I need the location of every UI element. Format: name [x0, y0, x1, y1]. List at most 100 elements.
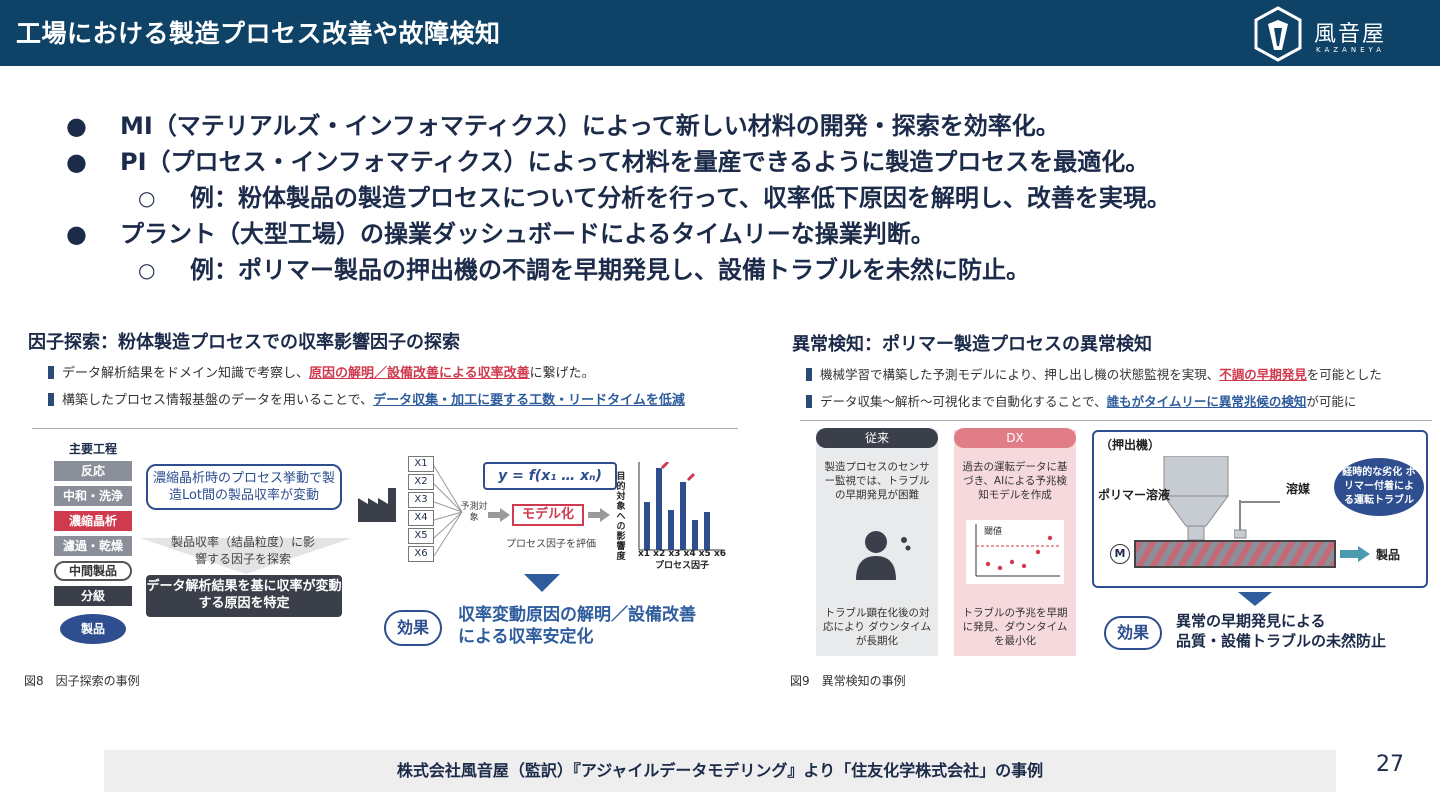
- figure-line: データ解析結果をドメイン知識で考察し、原因の解明／設備改善による収率改善に繋げた…: [48, 362, 740, 381]
- factor-bar-chart: [638, 462, 722, 551]
- triangle-down-icon: [524, 574, 560, 592]
- effect-text: 異常の早期発見による: [1176, 612, 1326, 630]
- effect-text: 品質・設備トラブルの未然防止: [1176, 632, 1387, 650]
- process-step: 反応: [54, 461, 132, 481]
- column-text: 過去の運転データに基づき、AIによる予兆検知モデルを作成: [962, 461, 1068, 501]
- polymer-label: ポリマー溶液: [1098, 488, 1171, 502]
- line-highlight: データ収集・加工に要する工数・リードタイムを低減: [373, 393, 685, 408]
- process-step: 濾過・乾燥: [54, 536, 132, 556]
- figure-line: 構築したプロセス情報基盤のデータを用いることで、データ収集・加工に要する工数・リ…: [48, 389, 740, 408]
- bar-x5: [692, 520, 698, 550]
- variable-list: X1 X2 X3 X4 X5 X6: [408, 456, 434, 564]
- variable-item: X5: [408, 528, 434, 544]
- bullet-marker: ○: [138, 258, 156, 282]
- line-text: が可能に: [1306, 394, 1357, 409]
- bullet-marker: ●: [66, 112, 87, 140]
- divider: [32, 428, 738, 429]
- arrow-text: 製品収率（結晶粒度）に影響する因子を探索: [170, 535, 315, 566]
- effect-badge: 効果: [384, 610, 442, 646]
- process-step-intermediate: 中間製品: [54, 561, 132, 581]
- column-tag: DX: [954, 428, 1076, 448]
- line-text: 構築したプロセス情報基盤のデータを用いることで、: [62, 393, 374, 408]
- variable-item: X1: [408, 456, 434, 472]
- column-text: トラブル顕在化後の対応により ダウンタイムが長期化: [823, 607, 931, 647]
- bullet-marker: ●: [66, 220, 87, 248]
- bullet-text: MI（マテリアルズ・インフォマティクス）によって新しい材料の開発・探索を効率化。: [120, 112, 1060, 140]
- bullet-text: PI（プロセス・インフォマティクス）によって材料を量産できるように製造プロセスを…: [120, 148, 1150, 176]
- bullet-text: 例：粉体製品の製造プロセスについて分析を行って、収率低下原因を解明し、改善を実現…: [190, 184, 1171, 212]
- callout-box: 濃縮晶析時のプロセス挙動で製造Lot間の製品収率が変動: [146, 464, 342, 510]
- process-step: 分級: [54, 586, 132, 606]
- source-footer: 株式会社風音屋（監訳）『アジャイルデータモデリング』より「住友化学株式会社」の事…: [104, 750, 1336, 792]
- effect-text: による収率安定化: [458, 627, 594, 647]
- fan-in-lines-icon: [434, 465, 463, 557]
- bar-x6: [704, 512, 710, 550]
- line-highlight: 誰もがタイムリーに異常兆候の検知: [1106, 394, 1307, 409]
- figure-title: 因子探索：粉体製造プロセスでの収率影響因子の探索: [28, 332, 460, 353]
- motor-icon: M: [1110, 544, 1130, 564]
- effect-badge: 効果: [1104, 616, 1162, 650]
- process-header: 主要工程: [68, 442, 117, 456]
- line-marker: [806, 368, 812, 381]
- header-bar: 工場における製造プロセス改善や故障検知 風音屋 KAZANEYA: [0, 0, 1440, 66]
- hopper-icon: [1163, 456, 1229, 540]
- down-arrow-icon: [140, 538, 352, 574]
- dx-column: DX 過去の運転データに基づき、AIによる予兆検知モデルを作成 閾値 トラブルの…: [954, 428, 1076, 656]
- extruder-title: （押出機）: [1100, 438, 1161, 452]
- bullet-item: ● PI（プロセス・インフォマティクス）によって材料を量産できるように製造プロセス…: [60, 144, 1420, 180]
- figure-caption: 図8 因子探索の事例: [24, 674, 140, 688]
- conventional-column: 従来 製造プロセスのセンサー監視では、トラブルの早期発見が困難 トラブル顕在化後…: [816, 428, 938, 656]
- bar-x3: [668, 510, 674, 550]
- variable-item: X3: [408, 492, 434, 508]
- arrow-right-icon: [588, 508, 610, 522]
- process-step: 中和・洗浄: [54, 486, 132, 506]
- line-text: データ収集～解析～可視化まで自動化することで、: [820, 394, 1107, 409]
- line-text: 機械学習で構築した予測モデルにより、押し出し機の状態監視を実現、: [820, 367, 1220, 382]
- valve-icon: [1234, 500, 1280, 539]
- evaluate-label: プロセス因子を評価: [506, 539, 596, 550]
- process-steps: 主要工程 反応 中和・洗浄 濃縮晶析 濾過・乾燥 中間製品 分級 製品: [54, 440, 132, 644]
- bullet-list: ● MI（マテリアルズ・インフォマティクス）によって新しい材料の開発・探索を効率化…: [60, 108, 1420, 288]
- arrow-right-icon: [488, 508, 510, 522]
- variable-item: X2: [408, 474, 434, 490]
- brand-mark-icon: [1254, 6, 1302, 62]
- figure-anomaly-detection: 異常検知：ポリマー製造プロセスの異常検知 機械学習で構築した予測モデルにより、押…: [788, 330, 1438, 670]
- bar-x1: [644, 502, 650, 550]
- brand-name: 風音屋: [1314, 22, 1387, 47]
- formula-box: y = f(x₁ … xₙ): [483, 462, 617, 490]
- column-tag: 従来: [816, 428, 938, 448]
- line-highlight: 不調の早期発見: [1219, 367, 1307, 382]
- bar-ylabel: 目的対象への影響度: [616, 472, 626, 562]
- bar-x2: [656, 468, 662, 550]
- bullet-marker: ○: [138, 186, 156, 210]
- column-text: トラブルの予兆を早期に発見、ダウンタイムを最小化: [962, 607, 1068, 647]
- variable-item: X4: [408, 510, 434, 526]
- line-text: データ解析結果をドメイン知識で考察し、: [62, 366, 310, 381]
- sub-bullet-item: ○ 例：粉体製品の製造プロセスについて分析を行って、収率低下原因を解明し、改善を実…: [60, 180, 1420, 216]
- page-title: 工場における製造プロセス改善や故障検知: [16, 19, 501, 48]
- brand-logo: 風音屋 KAZANEYA: [1252, 4, 1402, 62]
- product-oval: 製品: [60, 614, 126, 644]
- bullet-text: 例：ポリマー製品の押出機の不調を早期発見し、設備トラブルを未然に防止。: [190, 256, 1030, 284]
- bar-xlabel: プロセス因子: [654, 561, 709, 571]
- bar-x4: [680, 482, 686, 550]
- bullet-item: ● MI（マテリアルズ・インフォマティクス）によって新しい材料の開発・探索を効率化…: [60, 108, 1420, 144]
- bullet-text: プラント（大型工場）の操業ダッシュボードによるタイムリーな操業判断。: [120, 220, 935, 248]
- model-box: モデル化: [512, 504, 584, 526]
- factory-icon: [358, 488, 396, 522]
- figure-line: 機械学習で構築した予測モデルにより、押し出し機の状態監視を実現、不調の早期発見を…: [806, 364, 1438, 383]
- line-text: を可能とした: [1306, 367, 1382, 382]
- threshold-label: 閾値: [984, 527, 1003, 537]
- triangle-down-icon: [1238, 592, 1272, 606]
- line-marker: [806, 395, 812, 408]
- sub-bullet-item: ○ 例：ポリマー製品の押出機の不調を早期発見し、設備トラブルを未然に防止。: [60, 252, 1420, 288]
- screw-barrel: [1134, 540, 1336, 568]
- figure-caption: 図9 異常検知の事例: [790, 674, 906, 688]
- threshold-chart: 閾値: [966, 520, 1064, 584]
- figure-title: 異常検知：ポリマー製造プロセスの異常検知: [792, 334, 1152, 355]
- bullet-marker: ●: [66, 148, 87, 176]
- divider: [800, 420, 1432, 421]
- output-arrow-icon: [1340, 546, 1370, 562]
- worried-person-icon: [856, 531, 911, 580]
- bullet-item: ● プラント（大型工場）の操業ダッシュボードによるタイムリーな操業判断。: [60, 216, 1420, 252]
